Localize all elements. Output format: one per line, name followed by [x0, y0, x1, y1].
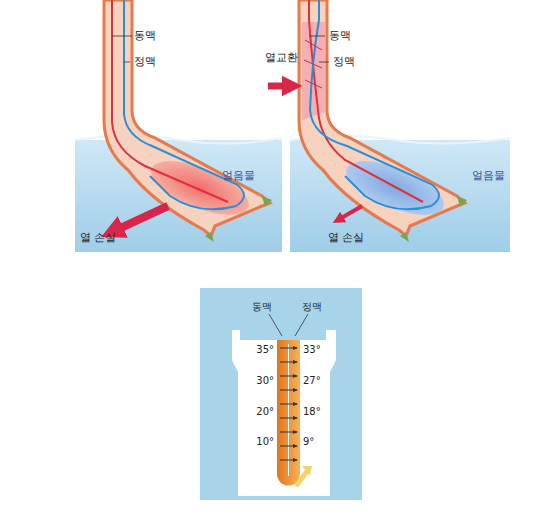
- heat-loss-label: 열 손실: [328, 232, 365, 244]
- vessel-divider: [288, 344, 289, 476]
- leader-line: [112, 36, 132, 62]
- bird-leg: [299, 0, 467, 242]
- temperature-label: 18°: [303, 406, 321, 417]
- blood-vessel-loop: [277, 340, 300, 486]
- temperature-label: 33°: [303, 344, 321, 355]
- temperature-label: 10°: [256, 436, 274, 447]
- bird-leg: [104, 0, 272, 242]
- exchange-strokes: [304, 40, 322, 88]
- flow-arrow-head: [302, 466, 312, 476]
- leader-line: [309, 36, 329, 62]
- vessel-label: 동맥: [252, 301, 272, 312]
- cold-surroundings: [200, 288, 362, 500]
- heat-transfer-arrow: [280, 460, 297, 461]
- heat-loss-arrow: [338, 206, 362, 220]
- water-label: 얼음물: [222, 170, 255, 182]
- heat-transfer-arrow: [280, 418, 297, 419]
- vessel-label: 정맥: [333, 56, 355, 68]
- heat-transfer-arrow: [280, 432, 297, 433]
- vein: [310, 0, 439, 209]
- temperature-label: 9°: [303, 436, 314, 447]
- temperature-label: 35°: [256, 344, 274, 355]
- temperature-label: 30°: [256, 375, 274, 386]
- flow-arrow: [296, 470, 308, 486]
- vessel-label: 정맥: [302, 301, 322, 312]
- vessel-label: 동맥: [329, 30, 351, 42]
- water-label: 얼음물: [472, 170, 505, 182]
- heat-transfer-arrow: [280, 376, 297, 377]
- temperature-label: 27°: [303, 375, 321, 386]
- heat-transfer-arrow: [280, 404, 297, 405]
- heat-transfer-arrow: [280, 362, 297, 363]
- heat-loss-label: 열 손실: [80, 232, 117, 244]
- heat-exchange-label: 열교환: [265, 52, 298, 64]
- heat-transfer-arrow: [280, 446, 297, 447]
- leader-line: [269, 314, 308, 336]
- heat-transfer-arrows: [280, 348, 297, 460]
- vessel-label: 동맥: [134, 30, 156, 42]
- vessel-label: 정맥: [134, 56, 156, 68]
- heat-exchange-arrow: [268, 83, 292, 90]
- heat-loss-arrow: [112, 206, 168, 232]
- heat-transfer-arrow: [280, 348, 297, 349]
- leg-outline: [232, 330, 336, 496]
- heat-transfer-arrow: [280, 390, 297, 391]
- temperature-label: 20°: [256, 406, 274, 417]
